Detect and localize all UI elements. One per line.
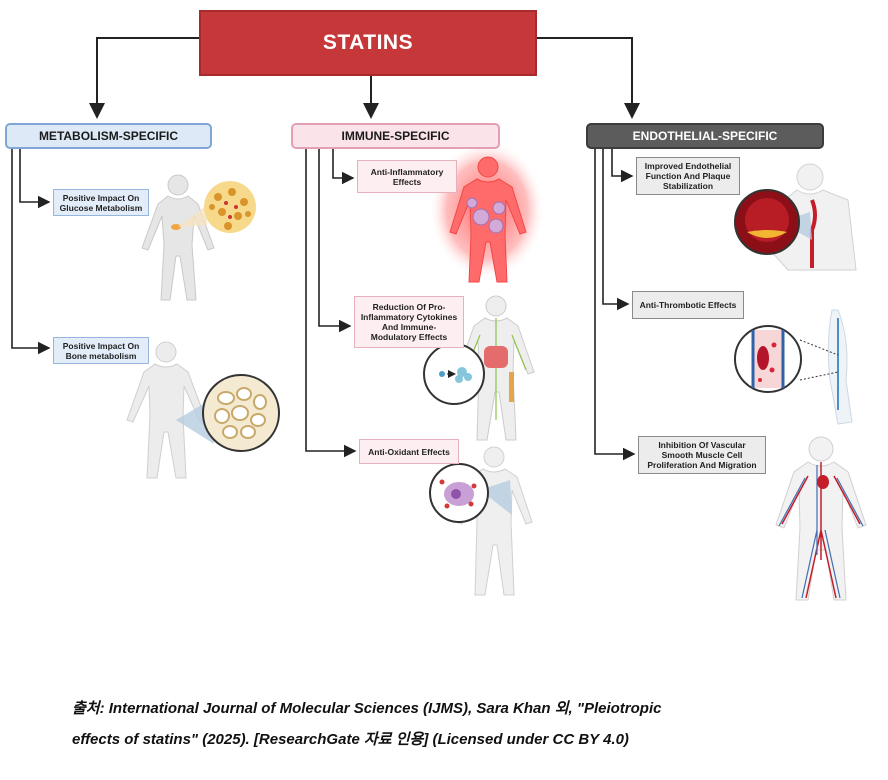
leg-illustration [799,309,853,425]
bone-tissue-icon [202,374,280,452]
category-header-metabolism: METABOLISM-SPECIFIC [5,123,212,149]
cytokine-icon [423,343,485,405]
thrombus-icon [734,325,802,393]
effect-anti-thrombotic: Anti-Thrombotic Effects [632,291,744,319]
glucose-body-illustration [141,174,215,301]
effect-label: Anti-Thrombotic Effects [639,300,737,310]
category-label: METABOLISM-SPECIFIC [38,129,179,143]
category-header-immune: IMMUNE-SPECIFIC [291,123,500,149]
immune-connectors [305,149,357,458]
effect-label: Positive Impact On Bone metabolism [62,340,140,361]
root-node-statins: STATINS [199,10,537,76]
oxidant-cell-icon [429,463,489,523]
effect-label: Improved Endothelial Function And Plaque… [644,161,732,191]
plaque-artery-icon [734,189,800,255]
source-caption-line-1: 출처: International Journal of Molecular S… [72,700,662,717]
effect-label: Anti-Oxidant Effects [368,446,450,457]
effect-glucose-metabolism: Positive Impact On Glucose Metabolism [53,189,149,216]
category-header-endothelial: ENDOTHELIAL-SPECIFIC [586,123,824,149]
effect-label: Positive Impact On Glucose Metabolism [59,192,143,213]
category-label: IMMUNE-SPECIFIC [341,129,450,143]
pancreas-cells-icon [204,181,256,233]
immune-body-illustration [457,295,535,441]
effect-anti-inflammatory: Anti-Inflammatory Effects [357,160,457,193]
effect-label: Anti-Inflammatory Effects [370,166,444,187]
effect-endothelial-function: Improved Endothelial Function And Plaque… [636,157,740,195]
endothelial-connectors [594,149,636,461]
root-label: STATINS [322,31,414,54]
effect-label: Inhibition Of Vascular Smooth Muscle Cel… [647,440,757,470]
effect-cytokine-reduction: Reduction Of Pro-Inflammatory Cytokines … [354,296,464,348]
effect-anti-oxidant: Anti-Oxidant Effects [359,439,459,464]
source-caption-line-2: effects of statins" (2025). [ResearchGat… [72,731,629,748]
circulatory-body-illustration [775,436,867,601]
metabolism-connectors [11,149,51,355]
root-connectors [89,37,640,119]
category-label: ENDOTHELIAL-SPECIFIC [632,129,778,143]
effect-vsmc-inhibition: Inhibition Of Vascular Smooth Muscle Cel… [638,436,766,474]
effect-bone-metabolism: Positive Impact On Bone metabolism [53,337,149,364]
effect-label: Reduction Of Pro-Inflammatory Cytokines … [360,302,458,342]
inflammation-body-illustration [429,140,545,283]
